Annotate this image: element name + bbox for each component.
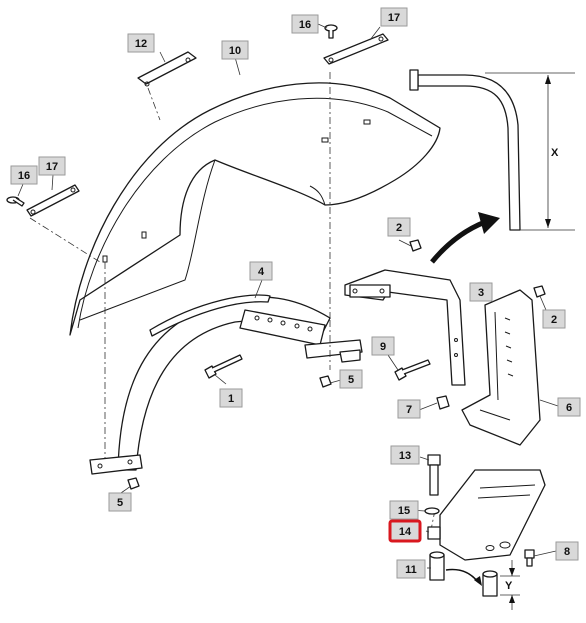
strap-12-part <box>137 51 197 87</box>
strap-17-top-part <box>323 33 389 65</box>
callout-16-left-label: 16 <box>18 170 30 182</box>
dimension-y-label: Y <box>505 580 513 592</box>
fender-part <box>69 82 441 336</box>
strap-17-left-part <box>26 184 80 217</box>
callout-9-label: 9 <box>380 341 386 353</box>
bolt-9-part <box>394 359 431 381</box>
callout-5-center-label: 5 <box>348 374 354 386</box>
spacer-y-part <box>482 570 498 597</box>
bolt-13-part <box>427 454 441 496</box>
callout-4: 4 <box>249 261 273 281</box>
callout-1: 1 <box>219 388 243 408</box>
mounting-bracket-part <box>461 289 541 446</box>
callout-10-label: 10 <box>229 45 241 57</box>
callout-17-left: 17 <box>38 156 66 176</box>
callout-8: 8 <box>555 541 579 561</box>
callout-11: 11 <box>396 559 426 579</box>
nut-5-center-part <box>319 375 332 388</box>
callout-5-left: 5 <box>108 492 132 512</box>
callout-9: 9 <box>371 336 395 356</box>
callout-7-label: 7 <box>406 404 412 416</box>
nut-7-part <box>436 395 450 410</box>
callout-12: 12 <box>127 33 155 53</box>
spacer-11-part <box>429 551 445 581</box>
callout-7: 7 <box>397 399 421 419</box>
callout-2-right: 2 <box>542 309 566 329</box>
dimension-x: X <box>485 72 575 231</box>
callout-17-left-label: 17 <box>46 161 58 173</box>
callout-8-label: 8 <box>564 546 570 558</box>
callout-2-top-label: 2 <box>396 222 402 234</box>
bolt-1-part <box>204 354 243 379</box>
dimension-x-label: X <box>551 147 559 159</box>
spacer-14-part <box>427 526 441 540</box>
callout-5-center: 5 <box>339 369 363 389</box>
callout-16-left: 16 <box>10 165 38 185</box>
curved-arrow-top <box>430 212 500 264</box>
fender-stay-part <box>89 294 363 475</box>
bracket-arm-part <box>344 269 466 386</box>
bolt-16-left-part <box>6 196 25 207</box>
bolt-8-part <box>524 549 535 567</box>
callout-10: 10 <box>221 40 249 60</box>
callout-17-top-label: 17 <box>388 12 400 24</box>
callout-16-top: 16 <box>291 14 319 34</box>
callout-3-label: 3 <box>478 287 484 299</box>
callout-13: 13 <box>390 445 420 465</box>
callout-6: 6 <box>557 397 581 417</box>
callout-15-label: 15 <box>398 505 410 517</box>
callout-1-label: 1 <box>228 393 234 405</box>
washer-15-part <box>424 507 440 515</box>
callout-5-left-label: 5 <box>117 497 123 509</box>
callout-11-label: 11 <box>405 564 417 576</box>
foot-bracket-part <box>439 469 546 561</box>
callout-15: 15 <box>389 500 419 520</box>
callout-6-label: 6 <box>566 402 572 414</box>
nut-2-top-part <box>409 239 422 252</box>
callout-12-label: 12 <box>135 38 147 50</box>
callout-17-top: 17 <box>380 7 408 27</box>
dimension-y: Y <box>500 560 520 610</box>
callout-16-top-label: 16 <box>299 19 311 31</box>
callout-2-top: 2 <box>387 217 411 237</box>
nut-2-right-part <box>533 285 546 298</box>
callout-2-right-label: 2 <box>551 314 557 326</box>
bolt-16-top-part <box>324 24 338 39</box>
callout-3: 3 <box>469 282 493 302</box>
callout-13-label: 13 <box>399 450 411 462</box>
curved-arrow-bottom <box>445 568 482 586</box>
callout-14-label: 14 <box>399 526 412 538</box>
callout-14-highlighted: 14 <box>388 519 422 543</box>
tube-part <box>409 69 521 231</box>
callout-4-label: 4 <box>258 266 265 278</box>
